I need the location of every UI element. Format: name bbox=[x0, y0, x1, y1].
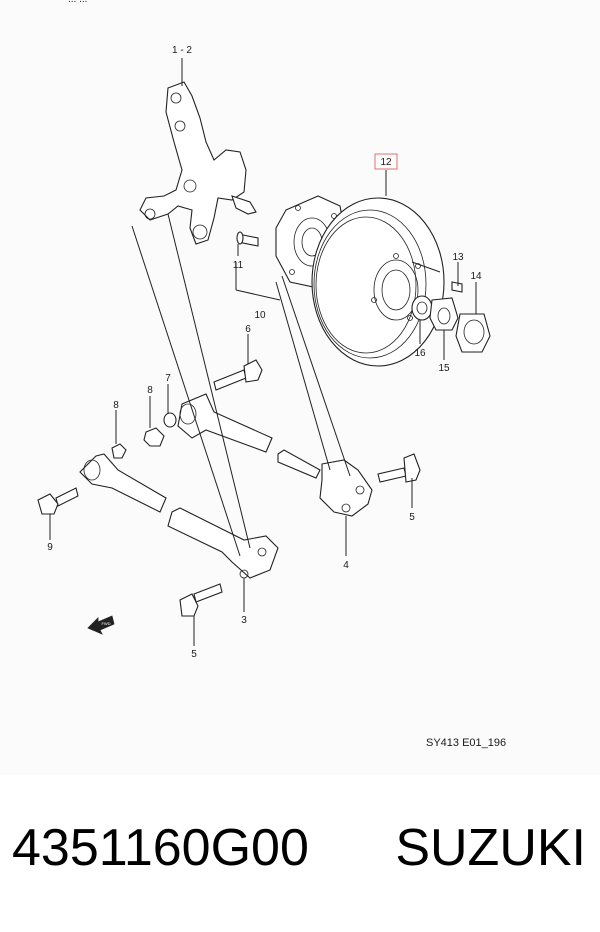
callout-12: 12 bbox=[380, 157, 392, 168]
callout-7: 7 bbox=[165, 373, 171, 384]
callout-15: 15 bbox=[438, 363, 450, 374]
washer-part bbox=[411, 295, 433, 321]
bolt-5-right-part bbox=[377, 453, 421, 483]
callout-1-2: 1 - 2 bbox=[172, 45, 192, 56]
callouts: 1 - 2 13 14 11 10 16 15 6 8 7 8 5 4 9 3 … bbox=[47, 45, 482, 660]
callout-5-right: 5 bbox=[409, 512, 415, 523]
highlight-box bbox=[374, 153, 398, 170]
bolt-6-part bbox=[213, 359, 263, 391]
lateral-rod-front-part bbox=[79, 393, 273, 513]
brand-name: SUZUKI bbox=[395, 819, 586, 877]
callout-5-bottom: 5 bbox=[191, 649, 197, 660]
leader-lines bbox=[49, 58, 477, 646]
callout-11: 11 bbox=[233, 260, 244, 271]
stud-bolt-part bbox=[236, 231, 259, 247]
callout-13: 13 bbox=[452, 252, 464, 263]
fwd-label: FWD bbox=[101, 621, 110, 626]
washer-7-part bbox=[163, 412, 177, 428]
nut-8-part bbox=[143, 427, 165, 447]
callout-8-upper: 8 bbox=[147, 385, 153, 396]
header-partial-text: ... ... bbox=[68, 0, 87, 5]
hub-cap-part bbox=[455, 313, 491, 353]
callout-16: 16 bbox=[414, 348, 426, 359]
brake-drum-part bbox=[311, 197, 445, 367]
fwd-arrow: FWD bbox=[87, 615, 115, 635]
callout-9: 9 bbox=[47, 542, 53, 553]
bolt-9-part bbox=[37, 487, 79, 515]
diagram-reference-code: SY413 E01_196 bbox=[426, 737, 506, 749]
bolt-5-bottom-part bbox=[179, 583, 223, 617]
callout-14: 14 bbox=[470, 271, 482, 282]
callout-10: 10 bbox=[254, 310, 266, 321]
small-bolt-part bbox=[451, 281, 463, 293]
footer bbox=[0, 775, 600, 932]
part-number: 4351160G00 bbox=[12, 819, 309, 877]
callout-3: 3 bbox=[241, 615, 247, 626]
callout-4: 4 bbox=[343, 560, 349, 571]
knuckle-part bbox=[139, 81, 257, 245]
callout-6: 6 bbox=[245, 324, 251, 335]
diagram-panel: ... ... bbox=[37, 0, 507, 749]
trailing-rod-part bbox=[167, 449, 373, 579]
callout-8-lower: 8 bbox=[113, 400, 119, 411]
hub-nut-part bbox=[429, 297, 459, 331]
nut-8-small-part bbox=[111, 443, 127, 459]
exploded-parts-diagram: ... ... bbox=[37, 0, 506, 749]
